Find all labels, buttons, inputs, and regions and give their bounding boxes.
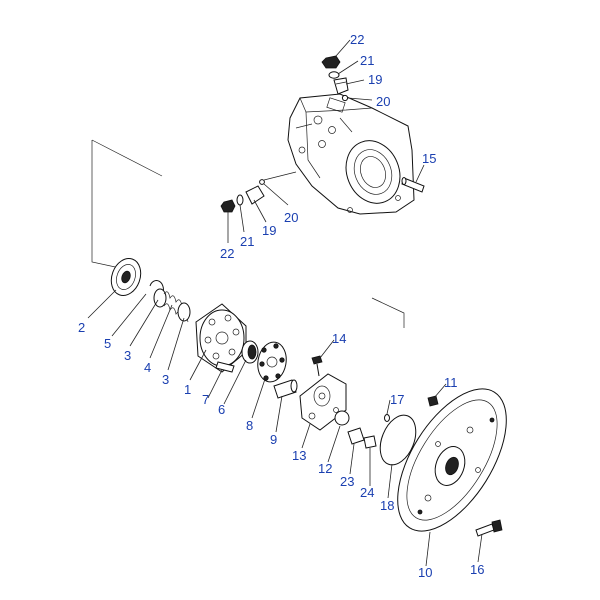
- spring-set: [153, 288, 191, 323]
- label-6: 6: [218, 402, 225, 417]
- label-19-top: 19: [368, 72, 382, 87]
- piston-shoe-9: [273, 379, 298, 399]
- retainer-plate-8: [257, 341, 287, 383]
- plug-11: [427, 395, 439, 407]
- label-3-second: 3: [162, 372, 169, 387]
- label-22-top: 22: [350, 32, 364, 47]
- pin-7: [215, 361, 235, 373]
- valve-plate-2: [110, 258, 142, 296]
- label-16: 16: [470, 562, 484, 577]
- o-ring-18: [379, 414, 417, 466]
- label-4: 4: [144, 360, 151, 375]
- plug-23: [347, 427, 365, 445]
- label-7: 7: [202, 392, 209, 407]
- leader-lines: [87, 39, 483, 567]
- label-24: 24: [360, 485, 374, 500]
- fitting-24: [363, 435, 377, 449]
- lower-plug-assembly: [220, 171, 297, 213]
- spherical-bushing-6: [241, 340, 259, 364]
- part-labels: 22 21 19 20 15 20 19 21 22 2 5 3 4 3 1 7…: [78, 32, 484, 580]
- servo-block-13: [299, 373, 347, 431]
- cover-plate-10: [397, 388, 507, 532]
- ball-12: [334, 410, 350, 426]
- upper-plug-assembly: [321, 55, 349, 102]
- label-2: 2: [78, 320, 85, 335]
- bolt-16: [475, 519, 503, 537]
- label-18: 18: [380, 498, 394, 513]
- label-23: 23: [340, 474, 354, 489]
- label-21-top: 21: [360, 53, 374, 68]
- pin-15: [401, 177, 425, 193]
- label-17: 17: [390, 392, 404, 407]
- cylinder-block-1: [195, 303, 247, 373]
- label-21-bottom: 21: [240, 234, 254, 249]
- label-13: 13: [292, 448, 306, 463]
- label-8: 8: [246, 418, 253, 433]
- label-11: 11: [444, 375, 458, 390]
- bolt-14: [311, 355, 323, 377]
- pump-housing: [287, 93, 415, 215]
- label-20-top: 20: [376, 94, 390, 109]
- small-ring-17: [384, 414, 390, 422]
- label-3-first: 3: [124, 348, 131, 363]
- label-14: 14: [332, 331, 346, 346]
- label-22-bottom: 22: [220, 246, 234, 261]
- label-20-bottom: 20: [284, 210, 298, 225]
- label-10: 10: [418, 565, 432, 580]
- label-5: 5: [104, 336, 111, 351]
- reference-plane-lines: [91, 139, 405, 328]
- label-19-bottom: 19: [262, 223, 276, 238]
- label-15: 15: [422, 151, 436, 166]
- label-9: 9: [270, 432, 277, 447]
- label-12: 12: [318, 461, 332, 476]
- label-1: 1: [184, 382, 191, 397]
